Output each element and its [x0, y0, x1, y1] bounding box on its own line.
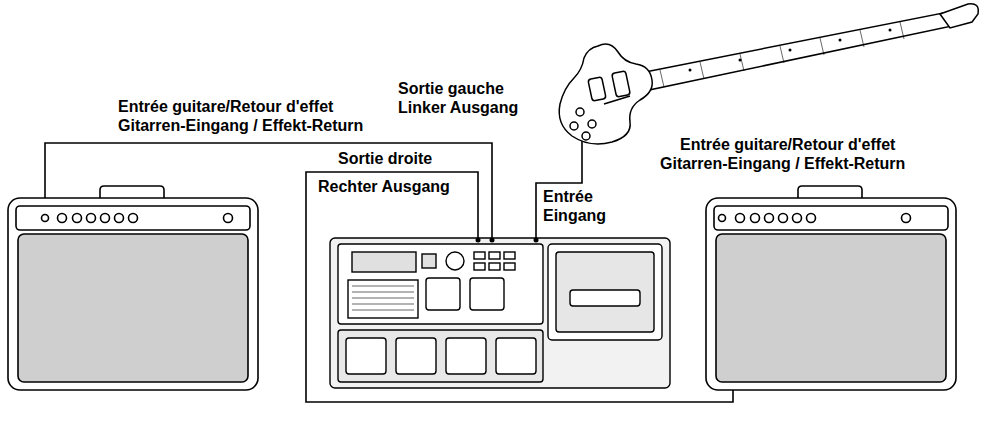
- input-label: Entrée: [543, 188, 593, 206]
- jack-label: Entrée guitare/Retour d'effet: [680, 136, 895, 154]
- input-label: Eingang: [543, 207, 606, 225]
- output-label: Linker Ausgang: [398, 99, 518, 117]
- output-label: Sortie droite: [338, 150, 432, 168]
- right-amp: [706, 186, 956, 390]
- electric-guitar: [559, 4, 978, 144]
- jack-label: Entrée guitare/Retour d'effet: [118, 98, 333, 116]
- jack-label: Gitarren-Eingang / Effekt-Return: [118, 117, 363, 135]
- effects-pedal: [330, 238, 670, 389]
- right-cable: [306, 172, 733, 402]
- jack-label: Gitarren-Eingang / Effekt-Return: [660, 155, 905, 173]
- output-label: Sortie gauche: [398, 80, 504, 98]
- output-label: Rechter Ausgang: [318, 178, 450, 196]
- left-amp: [8, 186, 258, 390]
